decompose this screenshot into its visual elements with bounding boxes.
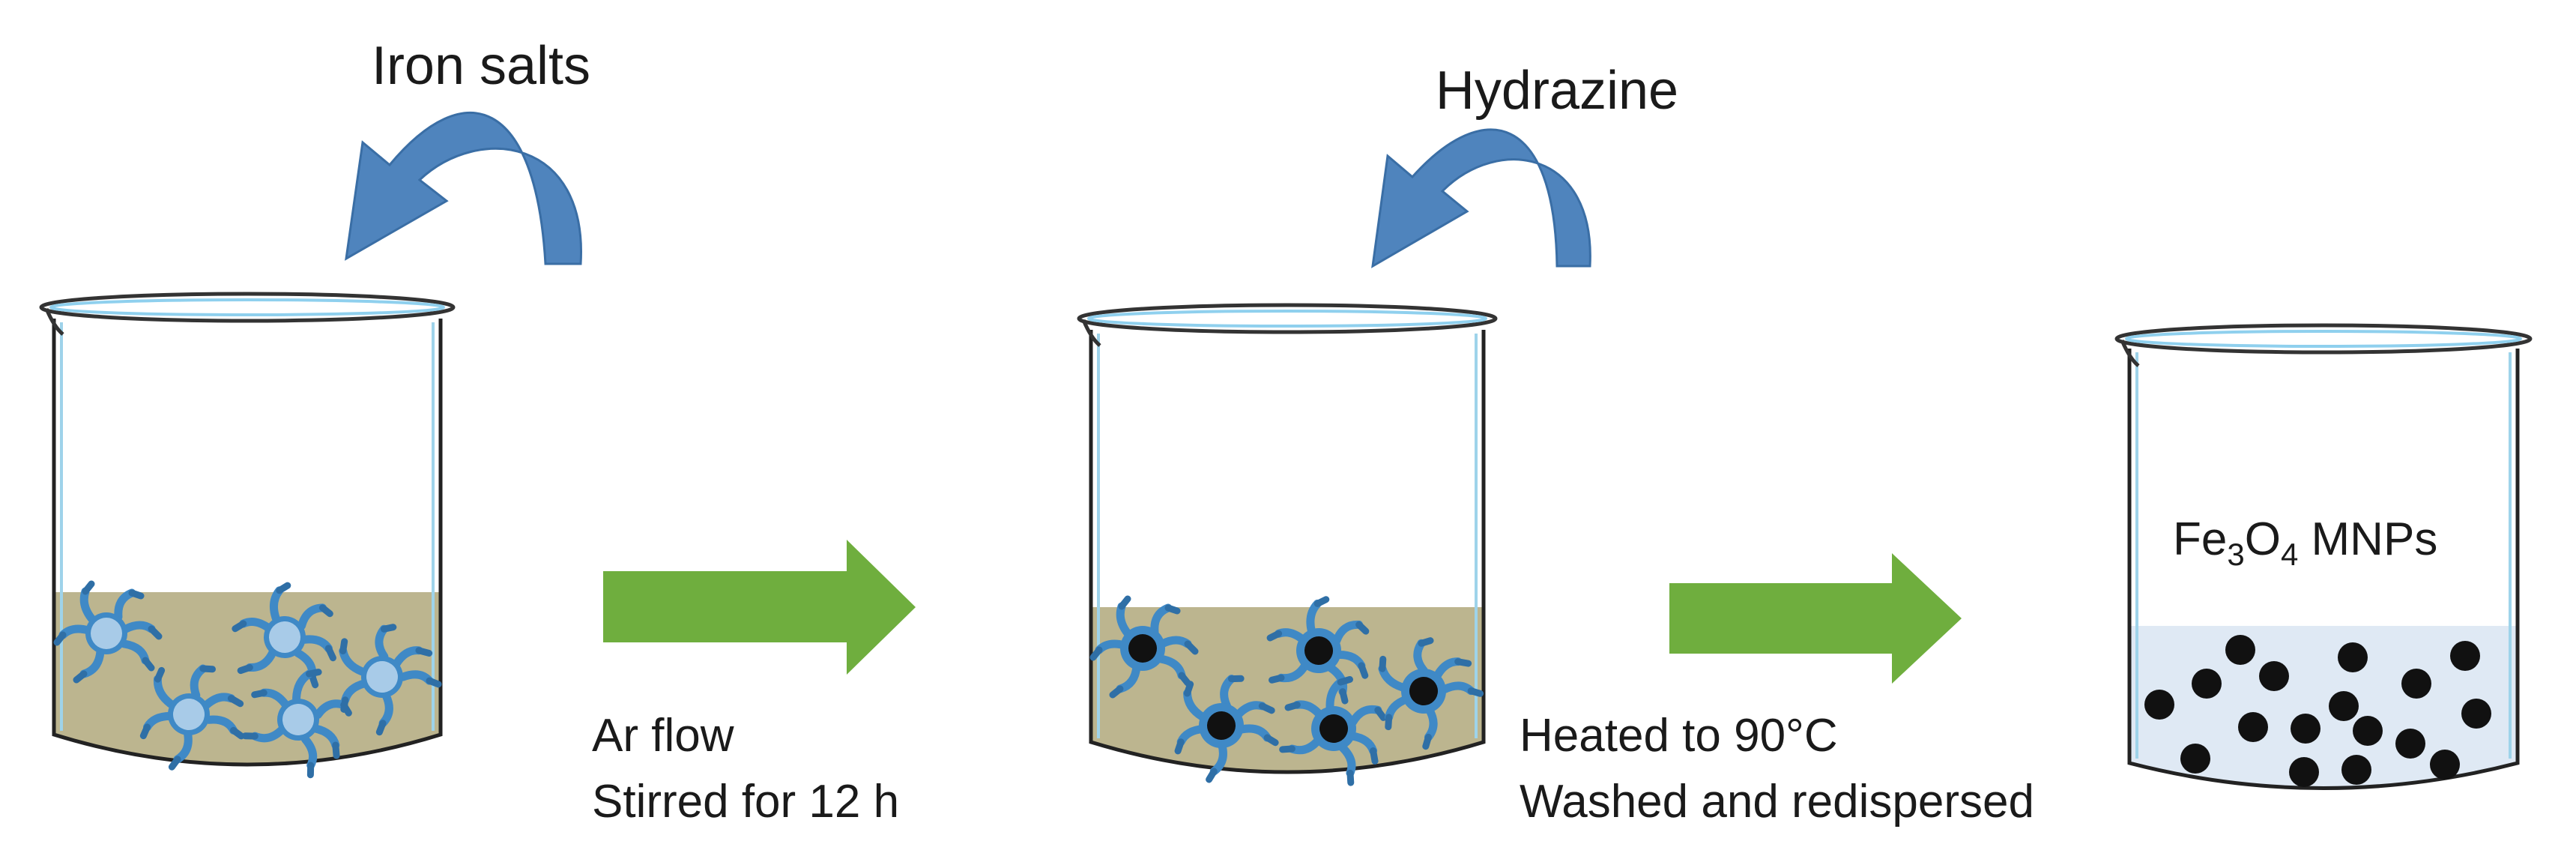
nanoparticle-icon <box>2395 729 2425 759</box>
nanoparticle-icon <box>2338 642 2368 672</box>
beaker-3 <box>2114 323 2533 790</box>
nanoparticle-icon <box>2238 712 2268 742</box>
beaker-2 <box>1077 303 1498 797</box>
product-label: Fe3O4 MNPs <box>2173 513 2437 572</box>
nanoparticle-icon <box>2259 661 2289 691</box>
beaker-icon <box>52 319 443 767</box>
beaker-3-rim <box>2114 323 2533 355</box>
right-arrow-icon <box>1669 553 1962 684</box>
nanoparticle-icon <box>2289 757 2319 787</box>
step-2-line-2: Washed and redispersed <box>1520 776 2034 828</box>
beaker-icon <box>1089 330 1486 774</box>
product-rest: MNPs <box>2298 513 2437 565</box>
curved-arrow-icon <box>345 112 582 265</box>
nanoparticle-icon <box>2353 716 2383 746</box>
product-fe: Fe <box>2173 513 2227 565</box>
curved-arrow-icon <box>1371 128 1591 268</box>
iron-salts-label: Iron salts <box>372 36 590 96</box>
nanoparticle-icon <box>2225 635 2255 665</box>
beaker-2-rim <box>1077 303 1498 334</box>
product-o: O <box>2245 513 2281 565</box>
nanoparticle-icon <box>2329 691 2359 721</box>
nanoparticle-icon <box>2401 669 2431 699</box>
product-sub-3: 3 <box>2227 537 2244 572</box>
nanoparticle-icon <box>2461 699 2491 729</box>
step-1-line-2: Stirred for 12 h <box>592 776 899 828</box>
nanoparticle-icon <box>2430 750 2460 780</box>
hydrazine-label: Hydrazine <box>1436 61 1678 121</box>
magnetic-nanoparticles <box>2144 635 2491 787</box>
nanoparticle-icon <box>2341 755 2371 785</box>
step-2-line-1: Heated to 90°C <box>1520 710 1838 762</box>
nanoparticle-icon <box>2192 669 2222 699</box>
nanoparticle-icon <box>2180 744 2210 774</box>
beaker-icon <box>2127 349 2520 790</box>
beaker-1 <box>39 292 456 789</box>
nanoparticle-icon <box>2450 641 2480 671</box>
step-1-line-1: Ar flow <box>592 710 734 762</box>
product-sub-4: 4 <box>2281 537 2298 572</box>
nanoparticle-icon <box>2291 714 2320 744</box>
nanoparticle-icon <box>2144 690 2174 720</box>
beaker-1-rim <box>39 292 456 323</box>
right-arrow-icon <box>603 540 916 675</box>
